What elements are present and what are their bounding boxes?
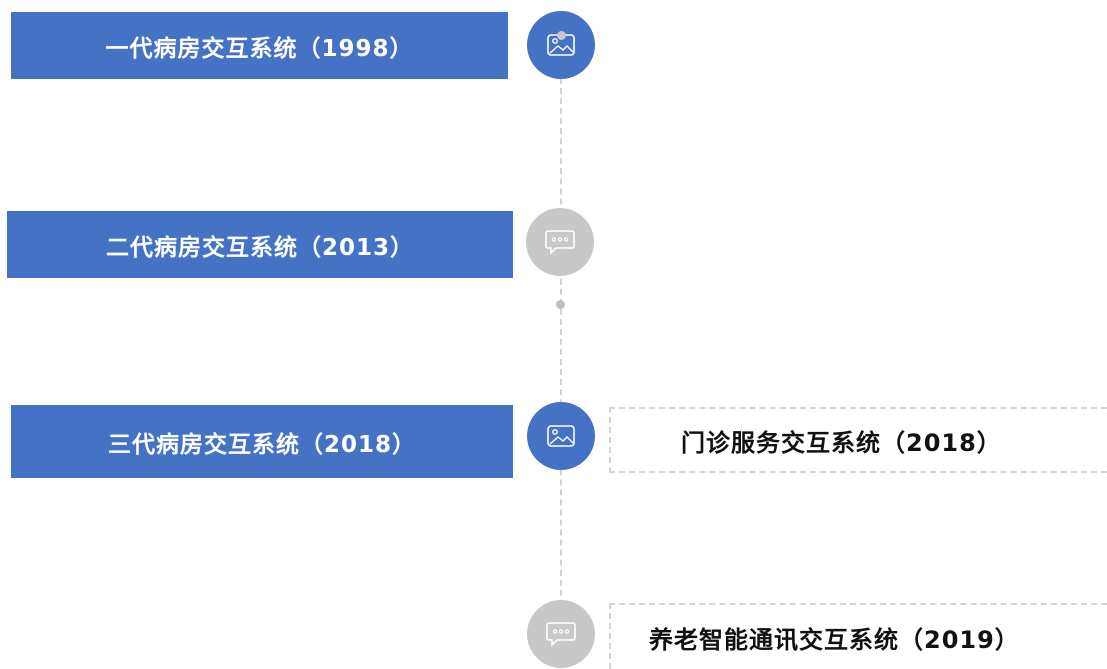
gen2-label-box: 二代病房交互系统（2013） (7, 211, 513, 278)
branch1-label: 门诊服务交互系统（2018） (681, 428, 1002, 457)
chat-bubble-icon (546, 622, 576, 647)
branch2-label: 养老智能通讯交互系统（2019） (649, 625, 1020, 654)
branch2-node (527, 600, 595, 668)
timeline-connector (560, 78, 562, 666)
chat-bubble-icon (545, 230, 575, 255)
gen3-label: 三代病房交互系统（2018） (107, 431, 416, 458)
branch1-box: 门诊服务交互系统（2018） (609, 407, 1107, 473)
image-icon (547, 425, 575, 447)
gen2-label: 二代病房交互系统（2013） (105, 234, 414, 261)
gen1-label: 一代病房交互系统（1998） (105, 35, 414, 62)
gen2-node (526, 208, 594, 276)
gen1-node (527, 11, 595, 79)
branch2-box: 养老智能通讯交互系统（2019） (609, 603, 1107, 669)
timeline-dot (556, 300, 565, 309)
gen3-node (527, 402, 595, 470)
gen3-label-box: 三代病房交互系统（2018） (11, 405, 513, 478)
gen1-node-marker (557, 31, 566, 40)
gen1-label-box: 一代病房交互系统（1998） (11, 12, 508, 79)
